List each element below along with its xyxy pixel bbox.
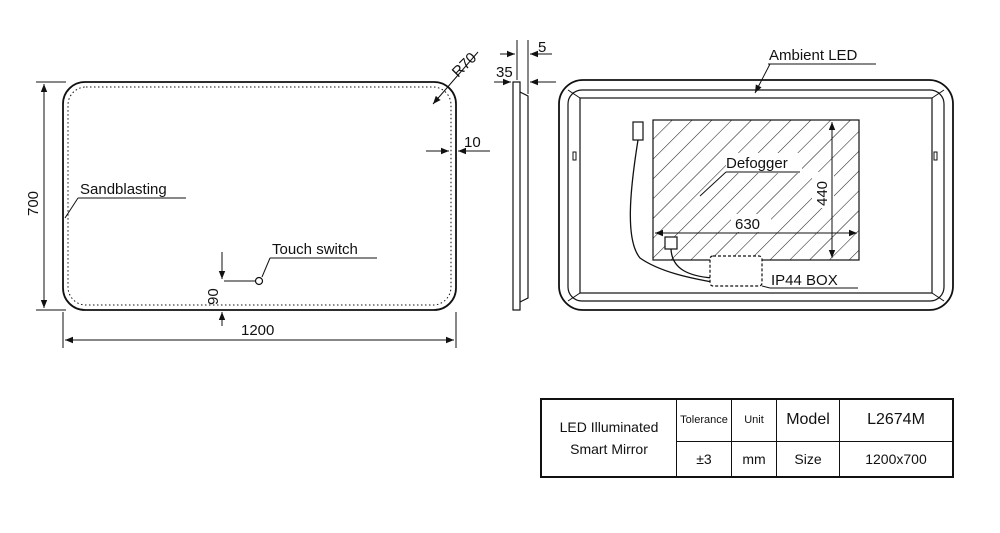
width-label: 1200 (241, 322, 274, 339)
product-name-line1: LED Illuminated (559, 419, 659, 435)
ip44-box (709, 255, 763, 287)
model-value: L2674M (839, 398, 954, 442)
front-view (36, 51, 490, 348)
side-profile (512, 81, 521, 311)
depth-thick-label: 35 (496, 64, 513, 81)
rear-outline (558, 79, 954, 311)
unit-value: mm (731, 440, 777, 478)
inset-label: 10 (464, 134, 481, 151)
side-view (494, 40, 556, 311)
rear-view (558, 63, 954, 311)
size-value: 1200x700 (839, 440, 954, 478)
terminal-icon (664, 236, 678, 250)
connector-icon (632, 121, 644, 141)
ambient-led-label: Ambient LED (769, 47, 858, 64)
radius-leader (432, 51, 479, 105)
defogger-height-label: 440 (814, 181, 831, 206)
depth-thin-label: 5 (538, 39, 546, 56)
size-label: Size (776, 440, 840, 478)
sandblast-border (67, 86, 452, 306)
product-name-cell: LED Illuminated Smart Mirror (540, 398, 677, 478)
hanger-left-icon (572, 151, 577, 161)
touch-switch-label: Touch switch (272, 241, 358, 258)
switch-offset-label: 90 (205, 288, 222, 305)
hanger-right-icon (933, 151, 938, 161)
sandblasting-label: Sandblasting (80, 181, 167, 198)
height-label: 700 (25, 191, 42, 216)
tolerance-label: Tolerance (676, 398, 732, 442)
title-block: LED Illuminated Smart Mirror Tolerance U… (540, 398, 954, 478)
product-name-line2: Smart Mirror (570, 441, 648, 457)
ip44-box-label: IP44 BOX (771, 272, 838, 289)
touch-switch-icon (254, 276, 264, 286)
mirror-outline (62, 81, 457, 311)
tolerance-value: ±3 (676, 440, 732, 478)
unit-label: Unit (731, 398, 777, 442)
defogger-label: Defogger (726, 155, 788, 172)
defogger-width-label: 630 (735, 216, 760, 233)
model-label: Model (776, 398, 840, 442)
rear-panel (579, 97, 933, 294)
